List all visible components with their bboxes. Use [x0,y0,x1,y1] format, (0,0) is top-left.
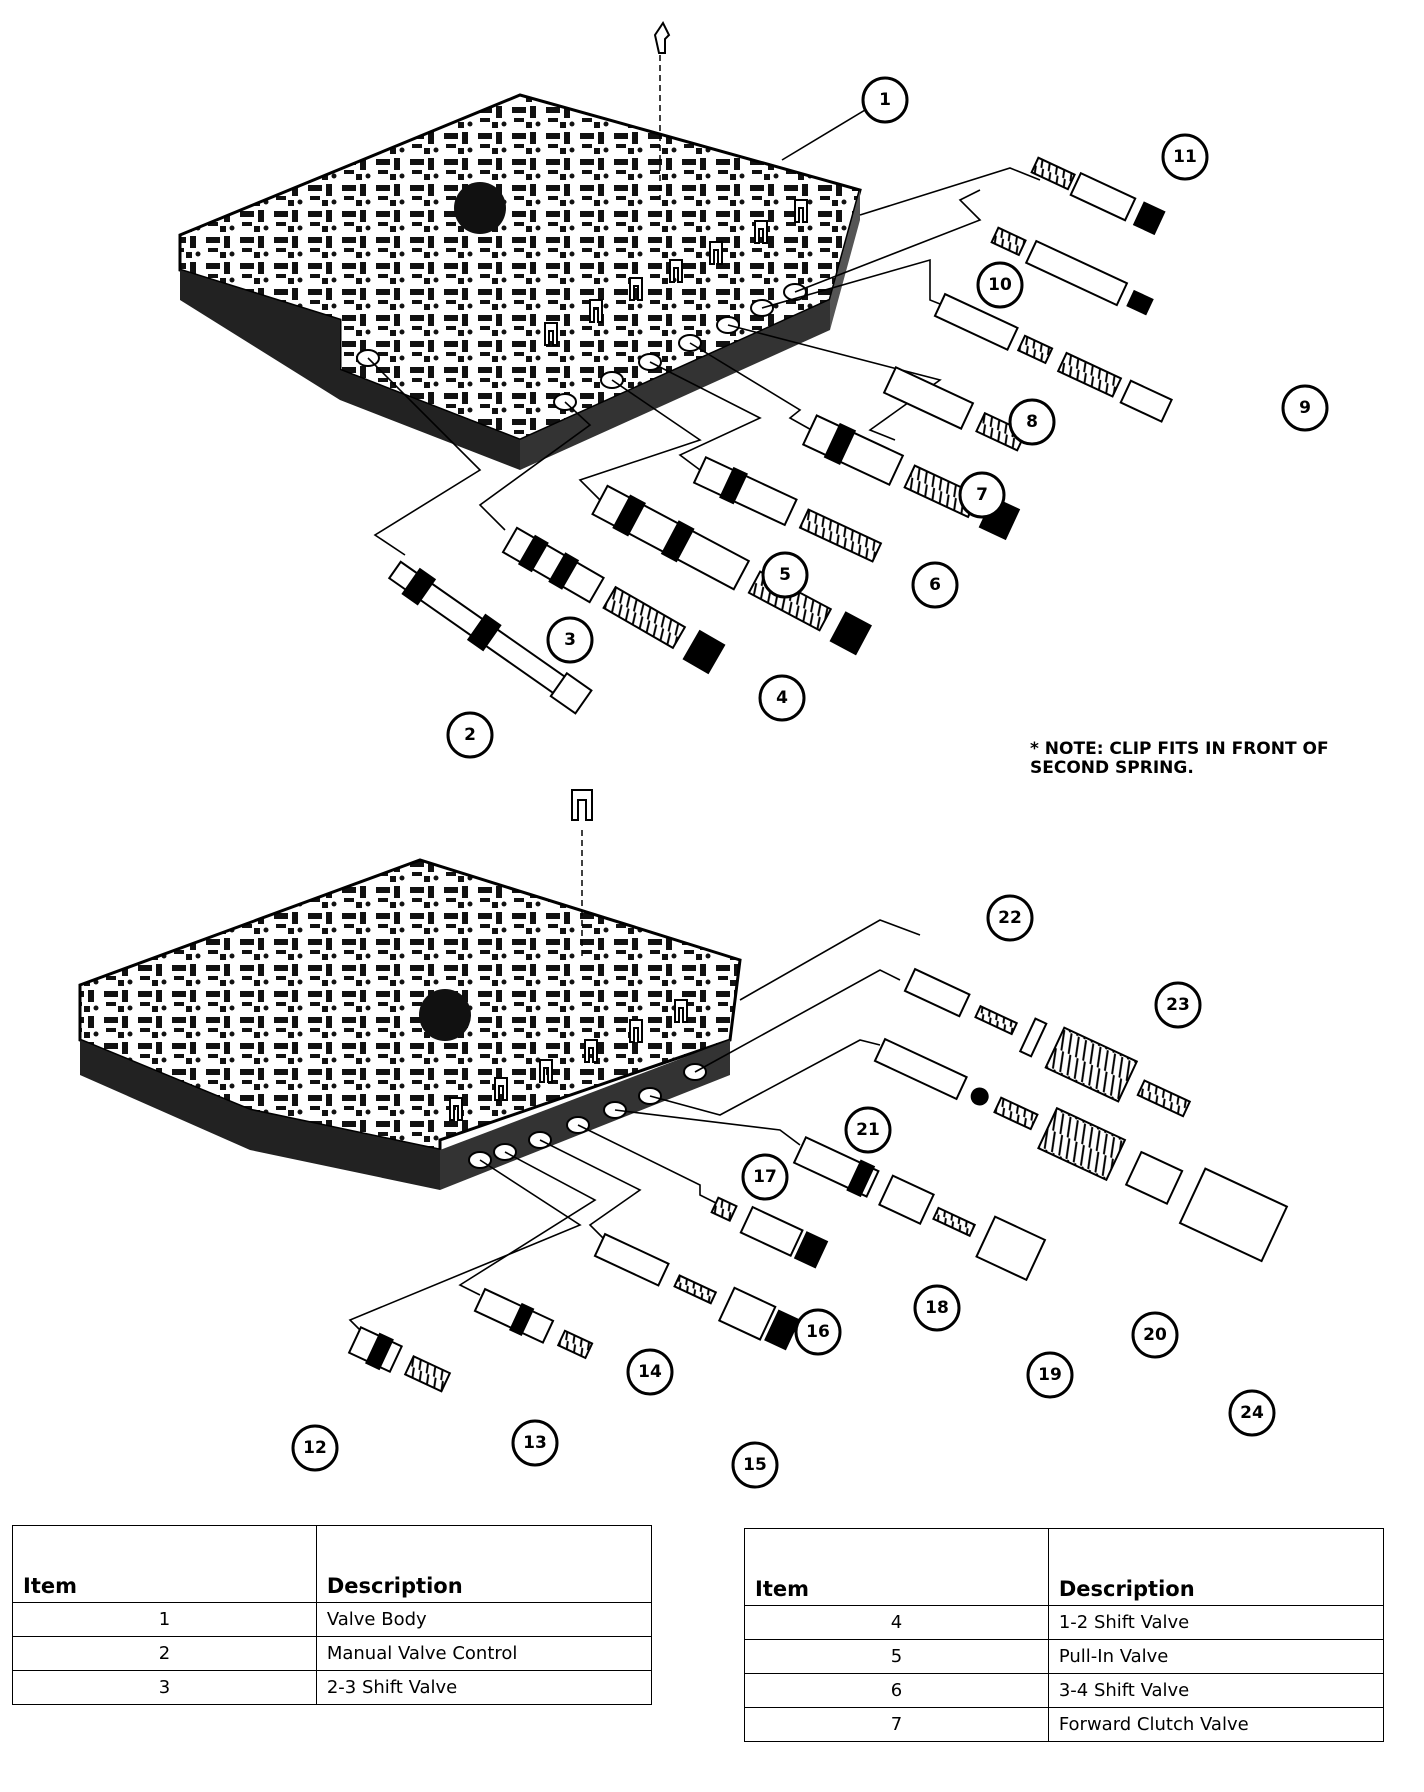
table-row: 5 Pull-In Valve [744,1639,1385,1674]
cell-description: 1-2 Shift Valve [1047,1605,1385,1640]
cell-description: Pull-In Valve [1047,1639,1385,1674]
lower-leader-lines [348,919,921,1331]
upper-valve-body [178,21,862,470]
callout-number: 12 [303,1438,327,1458]
cell-item: 5 [744,1639,1049,1674]
callout-number: 19 [1038,1365,1062,1385]
parts-table-left: Item Description 1 Valve Body 2 Manual V… [12,1525,653,1705]
callout-number: 21 [856,1120,880,1140]
parts-table-right: Item Description 4 1-2 Shift Valve 5 Pul… [744,1528,1385,1742]
callout-number: 3 [564,630,576,650]
callout-number: 13 [523,1433,547,1453]
callout-13: 13 [511,1419,559,1467]
table-header-row: Item Description [12,1525,653,1603]
lower-valve-spools [347,967,1289,1393]
header-item: Item [12,1525,317,1603]
callout-number: 24 [1240,1403,1264,1423]
cell-item: 6 [744,1673,1049,1708]
upper-valve-spools [387,156,1173,715]
callout-number: 1 [879,90,891,110]
callout-1: 1 [861,76,909,124]
callout-8: 8 [1008,398,1056,446]
callout-4: 4 [758,674,806,722]
header-description: Description [1047,1528,1385,1606]
callout-number: 20 [1143,1325,1167,1345]
table-row: 2 Manual Valve Control [12,1636,653,1671]
table-row: 3 2-3 Shift Valve [12,1670,653,1705]
callout-6: 6 [911,561,959,609]
clip-note: * NOTE: CLIP FITS IN FRONT OF SECOND SPR… [1030,739,1329,778]
callout-24: 24 [1228,1389,1276,1437]
cell-item: 7 [744,1707,1049,1742]
callout-19: 19 [1026,1351,1074,1399]
callout-18: 18 [913,1284,961,1332]
callout-23: 23 [1154,981,1202,1029]
cell-item: 1 [12,1602,317,1637]
callout-number: 8 [1026,412,1038,432]
callout-number: 23 [1166,995,1190,1015]
callout-2: 2 [446,711,494,759]
callout-number: 10 [988,275,1012,295]
table-row: 4 1-2 Shift Valve [744,1605,1385,1640]
callout-11: 11 [1161,133,1209,181]
table-header-row: Item Description [744,1528,1385,1606]
callout-22: 22 [986,894,1034,942]
callout-9: 9 [1281,384,1329,432]
callout-number: 9 [1299,398,1311,418]
callout-number: 5 [779,565,791,585]
table-row: 1 Valve Body [12,1602,653,1637]
callout-number: 6 [929,575,941,595]
callout-number: 15 [743,1455,767,1475]
callout-14: 14 [626,1348,674,1396]
callout-20: 20 [1131,1311,1179,1359]
callout-17: 17 [741,1153,789,1201]
callout-number: 18 [925,1298,949,1318]
header-item: Item [744,1528,1049,1606]
cell-item: 2 [12,1636,317,1671]
callout-number: 2 [464,725,476,745]
callout-number: 14 [638,1362,662,1382]
callout-3: 3 [546,616,594,664]
cell-item: 4 [744,1605,1049,1640]
table-row: 6 3-4 Shift Valve [744,1673,1385,1708]
callout-number: 22 [998,908,1022,928]
callout-16: 16 [794,1308,842,1356]
cell-description: 3-4 Shift Valve [1047,1673,1385,1708]
callout-12: 12 [291,1424,339,1472]
upper-leader-lines [367,97,1041,556]
cell-item: 3 [12,1670,317,1705]
callout-number: 16 [806,1322,830,1342]
cell-description: Manual Valve Control [315,1636,653,1671]
callout-number: 7 [976,485,988,505]
cell-description: Valve Body [315,1602,653,1637]
header-description: Description [315,1525,653,1603]
lower-valve-body [78,789,742,1190]
callout-7: 7 [958,471,1006,519]
callout-number: 11 [1173,147,1197,167]
callout-10: 10 [976,261,1024,309]
cell-description: Forward Clutch Valve [1047,1707,1385,1742]
callout-5: 5 [761,551,809,599]
callout-21: 21 [844,1106,892,1154]
callout-number: 4 [776,688,788,708]
callout-number: 17 [753,1167,777,1187]
callout-15: 15 [731,1441,779,1489]
cell-description: 2-3 Shift Valve [315,1670,653,1705]
table-row: 7 Forward Clutch Valve [744,1707,1385,1742]
